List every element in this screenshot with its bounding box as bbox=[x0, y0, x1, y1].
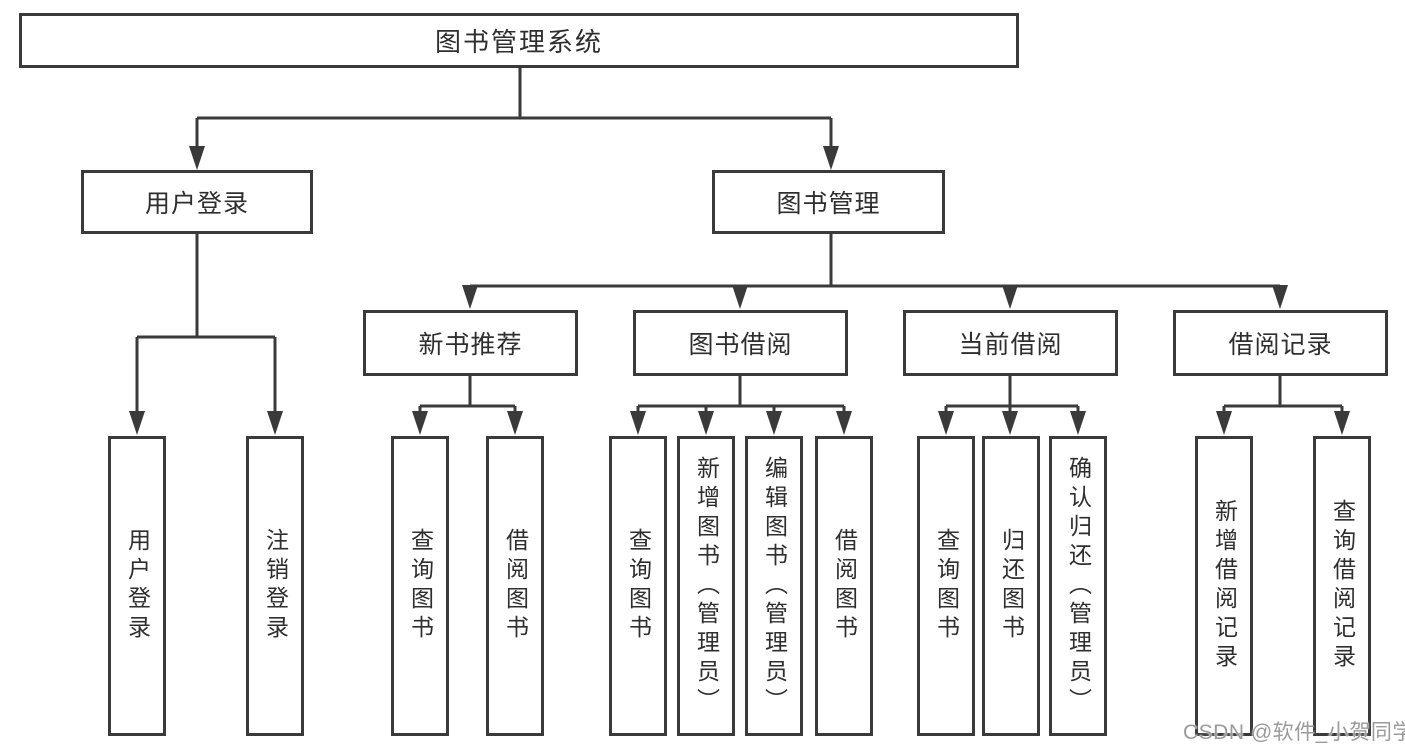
leaf-confirm-return-admin: 确认归还（管理员） bbox=[1049, 436, 1107, 736]
leaf-logout: 注销登录 bbox=[246, 436, 304, 736]
connector-current-borrow bbox=[944, 376, 1080, 412]
node-current-borrow: 当前借阅 bbox=[903, 310, 1118, 376]
leaf-add-books-admin-label: 新增图书（管理员） bbox=[693, 455, 720, 717]
leaf-query-books-recommend-label: 查询图书 bbox=[407, 528, 434, 644]
leaf-query-books-borrow-label: 查询图书 bbox=[625, 528, 652, 644]
node-root-system: 图书管理系统 bbox=[19, 13, 1019, 68]
leaf-user-login-label: 用户登录 bbox=[124, 528, 151, 644]
node-root-label: 图书管理系统 bbox=[434, 27, 603, 57]
connector-new-book bbox=[418, 376, 517, 412]
leaf-return-books-label: 归还图书 bbox=[998, 528, 1025, 644]
leaf-edit-books-admin-label: 编辑图书（管理员） bbox=[761, 455, 788, 717]
connector-user-login bbox=[135, 234, 277, 412]
node-book-management-label: 图书管理 bbox=[776, 190, 881, 218]
leaf-borrow-books-recommend: 借阅图书 bbox=[486, 436, 544, 736]
node-user-login-label: 用户登录 bbox=[144, 190, 249, 218]
leaf-borrow-books: 借阅图书 bbox=[815, 436, 873, 736]
leaf-query-borrow-record: 查询借阅记录 bbox=[1313, 436, 1371, 736]
leaf-edit-books-admin: 编辑图书（管理员） bbox=[745, 436, 803, 736]
leaf-borrow-books-label: 借阅图书 bbox=[831, 528, 858, 644]
node-book-borrow: 图书借阅 bbox=[633, 310, 848, 376]
connector-book-mgmt bbox=[468, 234, 1282, 292]
connector-root bbox=[195, 68, 833, 150]
leaf-borrow-books-recommend-label: 借阅图书 bbox=[502, 528, 529, 644]
leaf-confirm-return-admin-label: 确认归还（管理员） bbox=[1065, 455, 1092, 717]
leaf-add-borrow-record-label: 新增借阅记录 bbox=[1211, 499, 1238, 673]
node-current-borrow-label: 当前借阅 bbox=[958, 331, 1063, 359]
connector-book-borrow bbox=[636, 376, 846, 412]
leaf-add-books-admin: 新增图书（管理员） bbox=[677, 436, 735, 736]
leaf-query-books-current: 查询图书 bbox=[917, 436, 975, 736]
leaf-query-borrow-record-label: 查询借阅记录 bbox=[1329, 499, 1356, 673]
leaf-add-borrow-record: 新增借阅记录 bbox=[1195, 436, 1253, 736]
node-user-login: 用户登录 bbox=[81, 170, 313, 234]
leaf-user-login: 用户登录 bbox=[108, 436, 166, 736]
watermark: CSDN @软件_小贺同学 bbox=[1183, 721, 1405, 744]
leaf-query-books-recommend: 查询图书 bbox=[391, 436, 449, 736]
node-new-book-recommend: 新书推荐 bbox=[363, 310, 578, 376]
node-new-book-recommend-label: 新书推荐 bbox=[418, 331, 523, 359]
arrowheads bbox=[129, 146, 1350, 435]
leaf-query-books-current-label: 查询图书 bbox=[933, 528, 960, 644]
node-book-borrow-label: 图书借阅 bbox=[688, 331, 793, 359]
leaf-return-books: 归还图书 bbox=[982, 436, 1040, 736]
node-borrow-record-label: 借阅记录 bbox=[1228, 331, 1333, 359]
leaf-logout-label: 注销登录 bbox=[262, 528, 289, 644]
connector-borrow-record bbox=[1222, 376, 1344, 412]
node-borrow-record: 借阅记录 bbox=[1173, 310, 1388, 376]
node-book-management: 图书管理 bbox=[712, 170, 945, 234]
leaf-query-books-borrow: 查询图书 bbox=[609, 436, 667, 736]
